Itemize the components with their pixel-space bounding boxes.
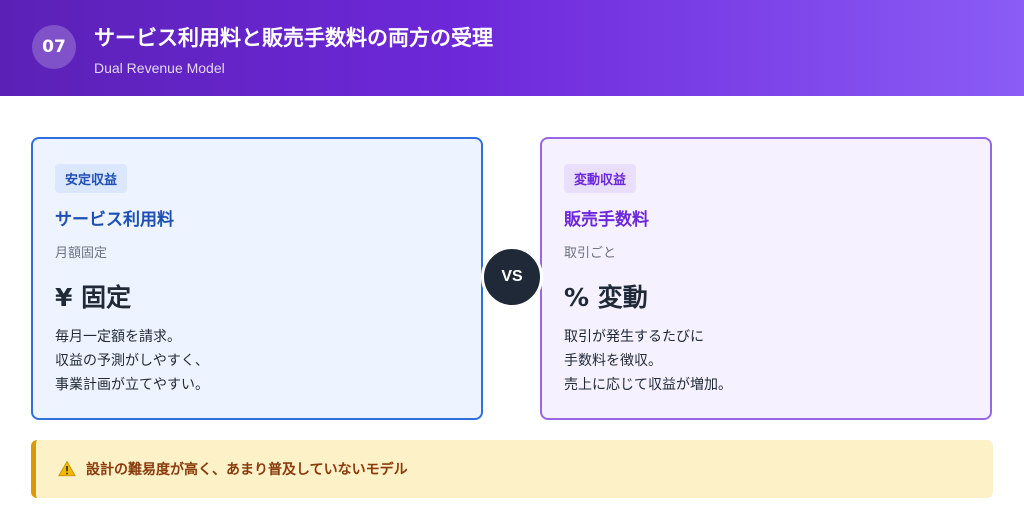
- vs-badge: VS: [481, 246, 543, 308]
- page-subtitle: Dual Revenue Model: [94, 60, 225, 76]
- warning-icon: [58, 460, 76, 477]
- page-title: サービス利用料と販売手数料の両方の受理: [94, 26, 493, 50]
- commission-description: 取引が発生するたびに 手数料を徴収。 売上に応じて収益が増加。: [564, 325, 964, 397]
- description-line: 毎月一定額を請求。: [55, 329, 181, 345]
- stable-revenue-tag: 安定収益: [55, 164, 128, 193]
- section-number-badge: 07: [32, 25, 76, 69]
- description-line: 収益の予測がしやすく、: [55, 353, 209, 369]
- commission-headline: % 変動: [564, 283, 648, 312]
- service-fee-title: サービス利用料: [55, 210, 174, 230]
- stable-revenue-card: 安定収益 サービス利用料 月額固定 ¥ 固定 毎月一定額を請求。 収益の予測がし…: [31, 137, 483, 420]
- commission-title: 販売手数料: [564, 210, 649, 230]
- description-line: 手数料を徴収。: [564, 353, 662, 369]
- variable-revenue-card: 変動収益 販売手数料 取引ごと % 変動 取引が発生するたびに 手数料を徴収。 …: [540, 137, 992, 420]
- description-line: 取引が発生するたびに: [564, 329, 704, 345]
- service-fee-description: 毎月一定額を請求。 収益の予測がしやすく、 事業計画が立てやすい。: [55, 325, 455, 397]
- service-fee-headline: ¥ 固定: [55, 283, 132, 312]
- warning-text: 設計の難易度が高く、あまり普及していないモデル: [86, 462, 408, 478]
- description-line: 売上に応じて収益が増加。: [564, 377, 732, 393]
- commission-subtitle: 取引ごと: [564, 246, 617, 261]
- header-banner: 07 サービス利用料と販売手数料の両方の受理 Dual Revenue Mode…: [0, 0, 1024, 96]
- description-line: 事業計画が立てやすい。: [55, 377, 209, 393]
- service-fee-subtitle: 月額固定: [55, 246, 108, 261]
- variable-revenue-tag: 変動収益: [564, 164, 637, 193]
- warning-callout: 設計の難易度が高く、あまり普及していないモデル: [31, 440, 993, 498]
